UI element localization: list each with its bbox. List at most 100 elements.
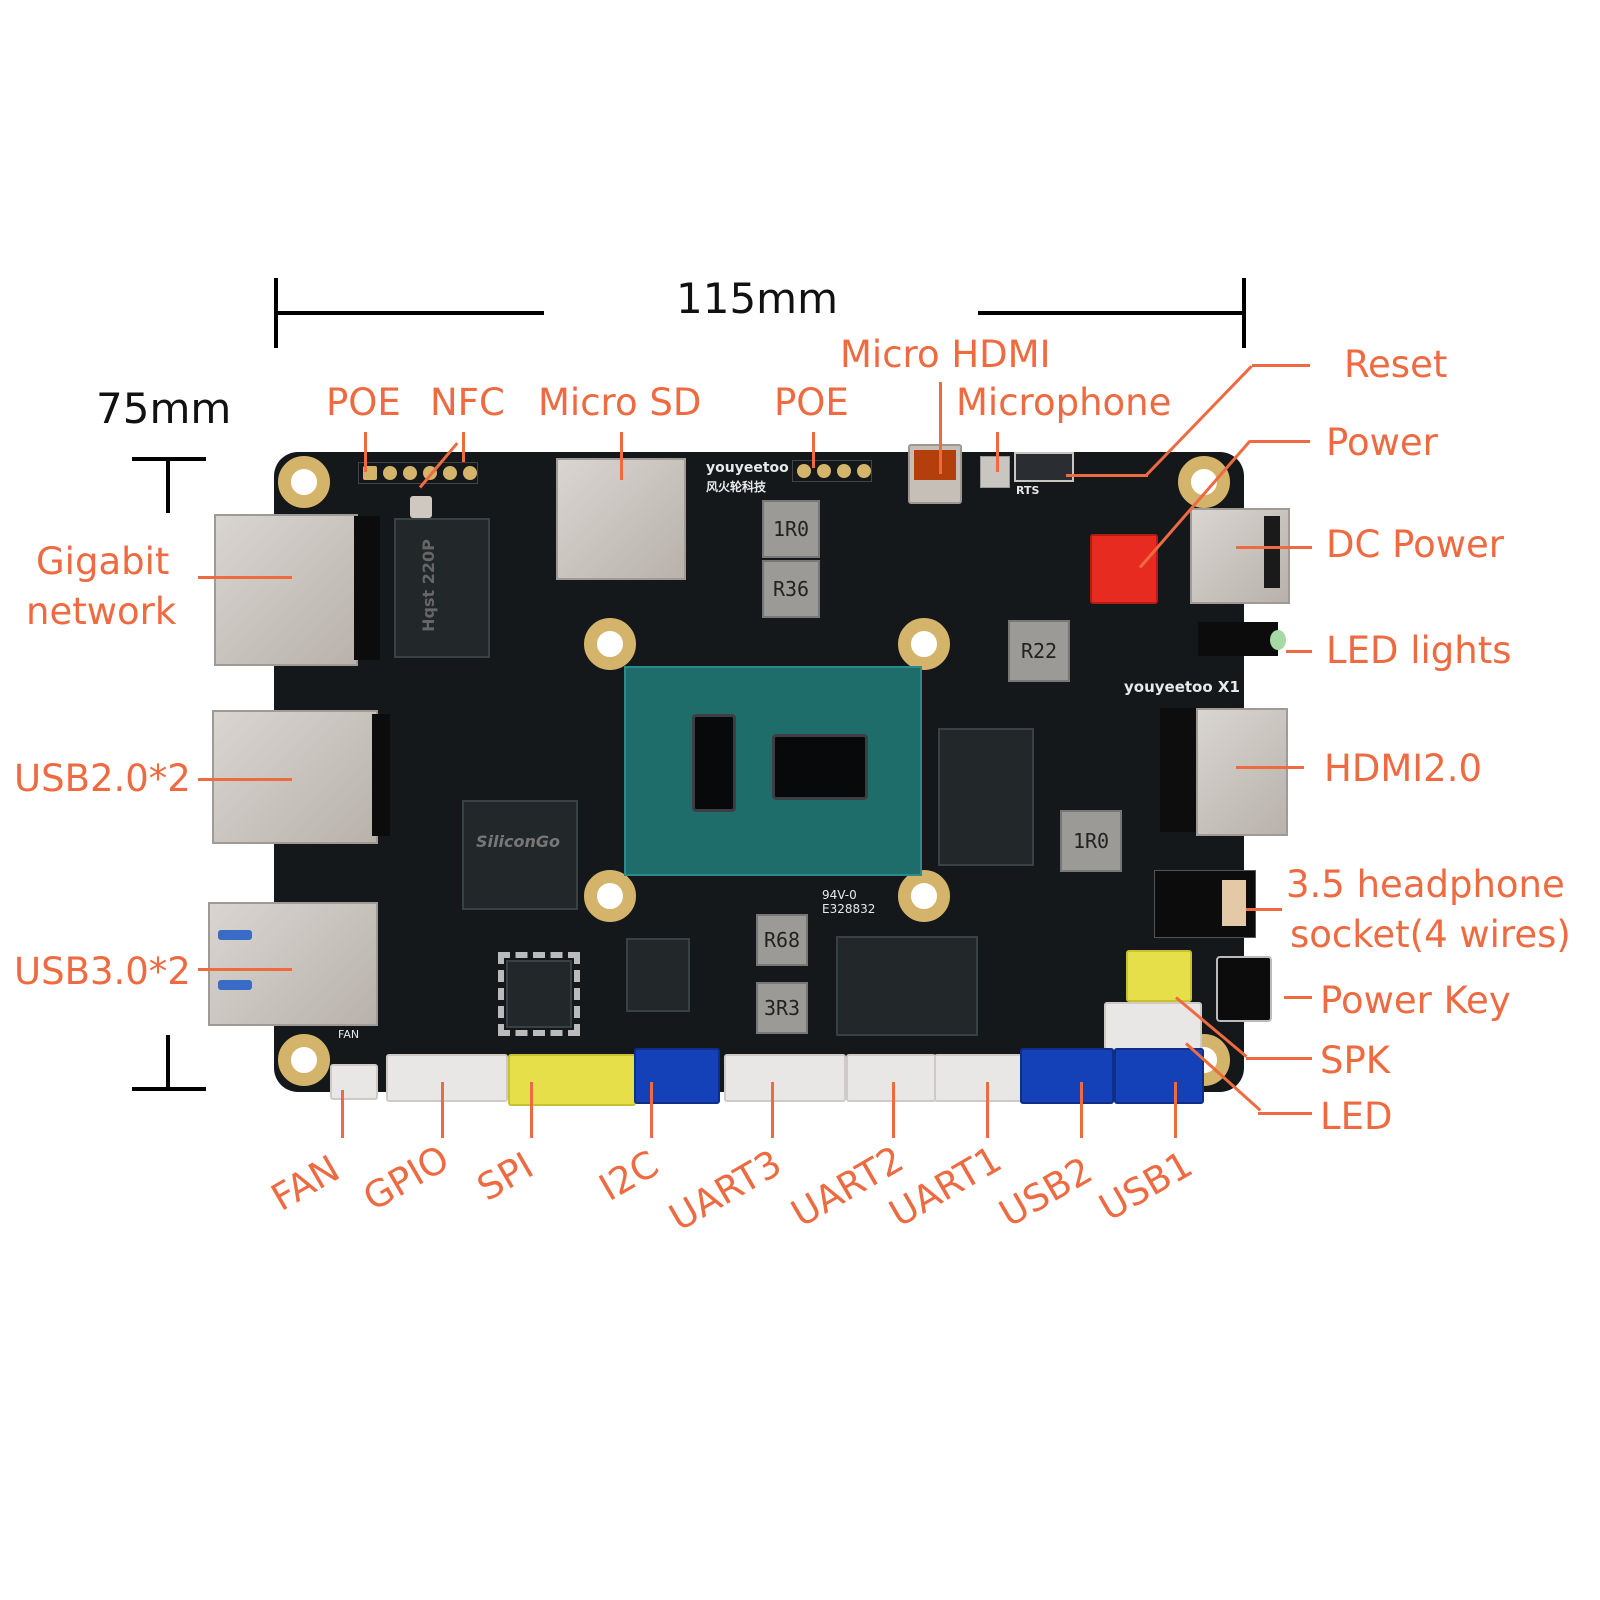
gpio-header [386,1054,508,1102]
fan-header [330,1064,378,1100]
rts-silk: RTS [1016,484,1040,497]
fan-silk: FAN [338,1028,360,1041]
nfc-connector [410,496,432,518]
width-dimension-label: 115mm [676,274,838,323]
poe-header-right [792,460,872,482]
inductor: 1R0 [1060,810,1122,872]
ul-code: E328832 [822,902,876,916]
flash-chip [626,938,690,1012]
inductor: R68 [756,914,808,966]
leader-i2c [650,1082,653,1138]
leader-microphone [996,432,999,472]
label-micro-hdmi: Micro HDMI [840,333,1051,376]
leader-fan [341,1090,344,1138]
pcb-board: Hqst 220P youyeetoo 风火轮科技 1R0 R36 R22 1R… [208,444,1290,1106]
label-microphone: Microphone [956,381,1172,424]
micro-hdmi-inner [914,450,956,480]
leader-hdmi20 [1236,766,1304,769]
height-dimension-label: 75mm [96,384,232,433]
label-uart1: UART1 [882,1137,1009,1236]
label-usb1: USB1 [1092,1142,1200,1230]
label-led-lights: LED lights [1326,629,1512,672]
label-headphone-line1: 3.5 headphone [1286,863,1565,906]
gigabit-ethernet-port [214,514,358,666]
cpu-package [624,666,922,876]
usb3-ports [208,902,378,1026]
led-light-housing [1198,622,1278,656]
height-dimension-bottom-tick [132,1087,206,1091]
label-power-key: Power Key [1320,979,1511,1022]
uart2-header [846,1054,936,1102]
label-gpio: GPIO [356,1136,457,1220]
label-i2c: I2C [592,1142,666,1210]
cpu-die-pch [692,714,736,812]
i2c-header [634,1048,720,1104]
microphone-component [980,456,1010,488]
leader-reset-tail [1066,474,1148,477]
brand-chinese: 风火轮科技 [706,480,767,494]
ul-mark: 94V-0 [822,888,857,902]
label-fan: FAN [264,1146,347,1220]
inductor: 1R0 [762,500,820,558]
width-dimension-right-line [978,311,1246,315]
cpu-die-main [772,734,868,800]
power-connector [1090,534,1158,604]
height-dimension-bottom-line [166,1035,170,1091]
usb2-ports [212,710,378,844]
led-light [1270,630,1286,650]
mount-hole [584,618,636,670]
inductor: 3R3 [756,982,808,1034]
model-silkscreen: youyeetoo X1 [1124,678,1240,696]
label-uart2: UART2 [784,1137,911,1236]
leader-usb30 [198,968,292,971]
hqst-transformer: Hqst 220P [394,518,490,658]
leader-gpio [441,1082,444,1138]
leader-nfc-vertical [462,432,465,462]
mount-hole [898,870,950,922]
qfp-chip [498,952,580,1036]
label-poe-right: POE [774,381,849,424]
leader-power-key [1284,996,1312,999]
leader-uart3 [771,1082,774,1138]
ram-chip [836,936,978,1036]
label-usb20: USB2.0*2 [14,757,191,800]
leader-reset-horizontal [1252,364,1310,367]
leader-power-horizontal [1250,440,1310,443]
inductor: R36 [762,560,820,618]
label-headphone-line2: socket(4 wires) [1290,913,1571,956]
leader-usb1 [1174,1082,1177,1138]
label-dc-power: DC Power [1326,523,1504,566]
spi-header [508,1054,636,1106]
ethernet-port-body [354,516,380,660]
label-usb2: USB2 [992,1148,1100,1236]
width-dimension-left-line [274,311,544,315]
mount-hole [584,870,636,922]
leader-spk-horizontal [1246,1057,1312,1060]
label-led: LED [1320,1095,1393,1138]
label-hdmi20: HDMI2.0 [1324,747,1482,790]
ram-chip [938,728,1034,866]
mount-hole [1178,456,1230,508]
leader-micro-sd [620,432,623,480]
width-dimension-right-tick [1242,278,1246,348]
leader-dc-power [1236,546,1312,549]
mount-hole [278,456,330,508]
headphone-contact [1222,880,1246,926]
mount-hole [898,618,950,670]
label-uart3: UART3 [662,1141,789,1240]
leader-poe-right [812,432,815,468]
usb2-header [1020,1048,1114,1104]
usb2-port-body [372,714,390,836]
inductor: R22 [1008,620,1070,682]
brand-logo: youyeetoo [706,460,789,476]
leader-uart2 [892,1082,895,1138]
mount-hole [278,1034,330,1086]
label-micro-sd: Micro SD [538,381,702,424]
hdmi20-port [1196,708,1288,836]
leader-uart1 [986,1082,989,1138]
dc-power-side [1264,516,1280,588]
label-usb30: USB3.0*2 [14,950,191,993]
usb1-header [1114,1048,1204,1104]
height-dimension-top-line [166,457,170,513]
silicongo-chip: SiliconGo [462,800,578,910]
